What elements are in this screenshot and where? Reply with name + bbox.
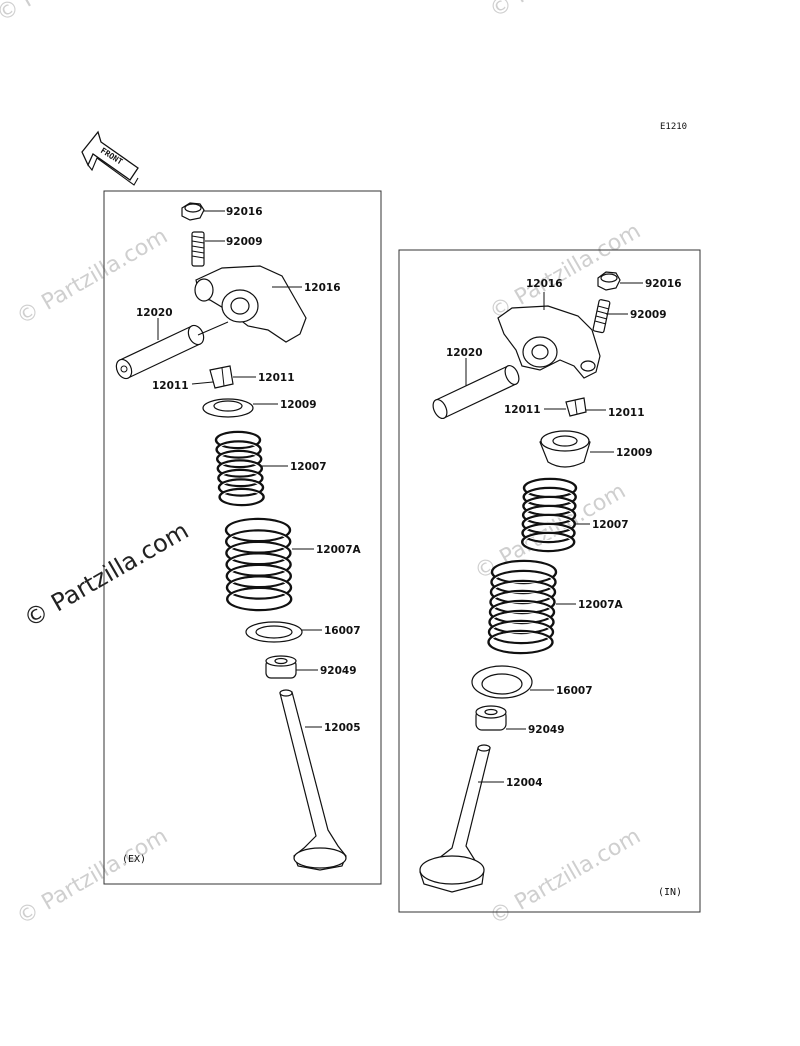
intake-side-label: (IN) <box>658 887 682 898</box>
exhaust-frame <box>103 190 382 885</box>
nut-icon <box>597 271 621 291</box>
label-valve: 12005 <box>324 722 361 734</box>
rocker-arm-icon <box>194 265 307 343</box>
diagram-code: E1210 <box>660 122 687 132</box>
watermark: © Partzilla.com <box>486 0 646 23</box>
label-rocker-arm: 12016 <box>526 278 563 290</box>
label-seat: 16007 <box>324 625 361 637</box>
outer-spring-icon <box>224 517 293 612</box>
label-screw: 92009 <box>226 236 263 248</box>
label-oil-seal: 92049 <box>320 665 357 677</box>
spring-retainer-icon <box>202 398 254 418</box>
label-rocker-shaft: 12020 <box>446 347 483 359</box>
watermark: © Partzilla.com <box>13 824 173 931</box>
watermark-large: © Partzilla.com <box>19 516 193 633</box>
label-cotter-right: 12011 <box>258 372 295 384</box>
label-retainer: 12009 <box>616 447 653 459</box>
front-arrow-icon: FRONT <box>81 130 139 186</box>
watermark: © Partzilla.com <box>486 824 646 931</box>
spring-seat-icon <box>245 621 303 643</box>
rocker-arm-icon <box>497 305 601 379</box>
label-inner-spring: 12007 <box>290 461 327 473</box>
label-outer-spring: 12007A <box>316 544 362 556</box>
label-seat: 16007 <box>556 685 593 697</box>
intake-panel: 92016 92009 12016 12020 <box>398 249 701 913</box>
label-rocker-shaft: 12020 <box>136 307 173 319</box>
exhaust-panel: 92016 92009 12016 12020 <box>103 190 382 885</box>
label-cotter-right: 12011 <box>608 407 645 419</box>
adjusting-screw-icon <box>592 299 611 334</box>
label-nut: 92016 <box>645 278 682 290</box>
intake-valve-icon <box>419 744 491 893</box>
inner-spring-icon <box>214 430 265 507</box>
inner-spring-icon <box>521 477 578 553</box>
watermark: © Partzilla.com <box>0 0 152 27</box>
oil-seal-icon <box>265 655 297 679</box>
spring-seat-icon <box>471 665 533 699</box>
label-outer-spring: 12007A <box>578 599 624 611</box>
exhaust-side-label: (EX) <box>122 854 146 865</box>
nut-icon <box>181 202 205 221</box>
rocker-shaft-icon <box>115 324 205 380</box>
label-cotter-left: 12011 <box>504 404 541 416</box>
rocker-shaft-icon <box>432 364 520 420</box>
label-oil-seal: 92049 <box>528 724 565 736</box>
label-inner-spring: 12007 <box>592 519 629 531</box>
exhaust-valve-icon <box>279 689 347 871</box>
intake-frame <box>398 249 701 913</box>
label-rocker-arm: 12016 <box>304 282 341 294</box>
oil-seal-icon <box>475 705 507 731</box>
label-nut: 92016 <box>226 206 263 218</box>
label-cotter-left: 12011 <box>152 380 189 392</box>
label-valve: 12004 <box>506 777 543 789</box>
valve-cotter-icon <box>209 365 234 389</box>
outer-spring-icon <box>487 559 558 655</box>
adjusting-screw-icon <box>191 231 205 267</box>
valve-cotter-icon <box>565 397 587 417</box>
label-retainer: 12009 <box>280 399 317 411</box>
spring-retainer-icon <box>539 430 591 468</box>
label-screw: 92009 <box>630 309 667 321</box>
